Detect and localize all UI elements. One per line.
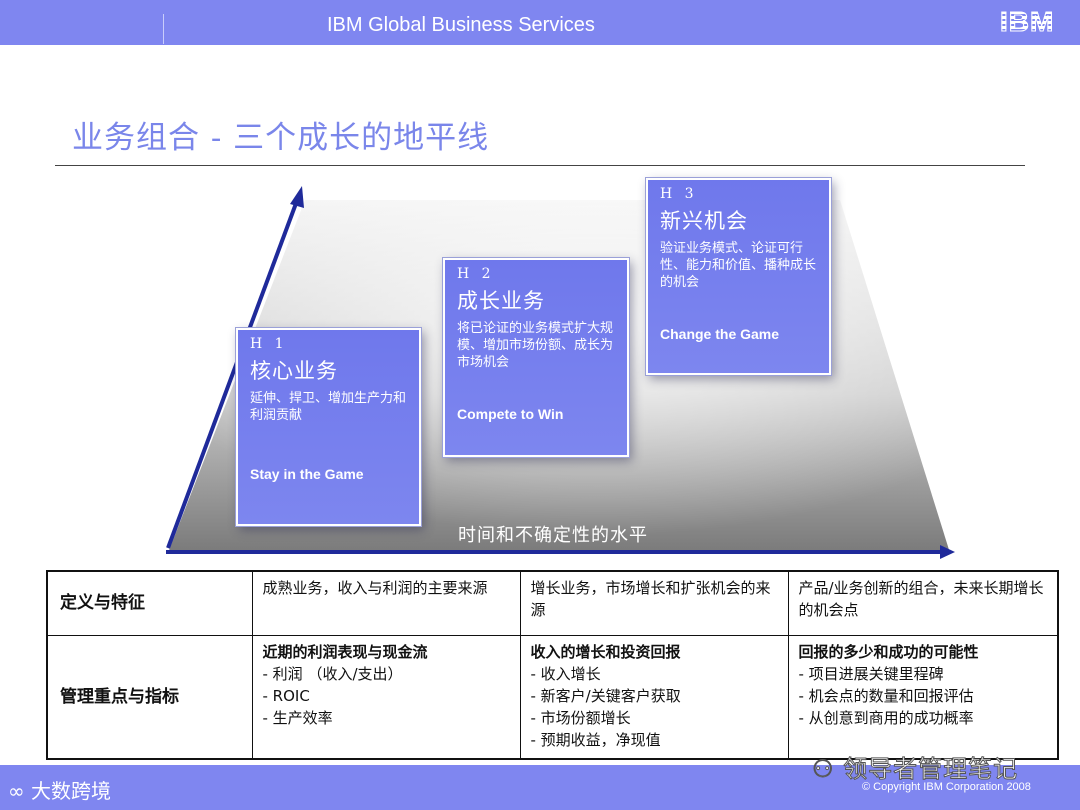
horizon-3-name: 新兴机会 xyxy=(660,209,748,233)
vertical-arrow-head xyxy=(290,186,304,208)
list-item: - 机会点的数量和回报评估 xyxy=(798,686,974,705)
row-head-definition: 定义与特征 xyxy=(46,570,253,636)
list-item: - 预期收益，净现值 xyxy=(530,730,661,749)
metric-list: - 项目进展关键里程碑 - 机会点的数量和回报评估 - 从创意到商用的成功概率 xyxy=(799,663,1048,729)
cell-heading: 回报的多少和成功的可能性 xyxy=(798,642,979,661)
header-divider xyxy=(163,14,164,44)
horizon-1-tag: H 1 xyxy=(250,336,288,352)
list-item: - 项目进展关键里程碑 xyxy=(798,664,944,683)
wechat-icon: ⚇ xyxy=(811,755,844,784)
cell-heading: 近期的利润表现与现金流 xyxy=(262,642,428,661)
table-cell: 近期的利润表现与现金流 - 利润 （收入/支出） - ROIC - 生产效率 xyxy=(251,634,521,760)
horizon-2-tag: H 2 xyxy=(457,266,495,282)
horizontal-axis-label: 时间和不确定性的水平 xyxy=(458,525,648,546)
list-item: - 利润 （收入/支出） xyxy=(262,664,403,683)
row-head-management: 管理重点与指标 xyxy=(46,634,253,760)
horizon-2-box: H 2 成长业务 将已论证的业务模式扩大规模、增加市场份额、成长为市场机会 Co… xyxy=(443,258,629,457)
footer-left-logo-text: 大数跨境 xyxy=(31,779,112,803)
list-item: - 新客户/关键客户获取 xyxy=(530,686,681,705)
horizontal-arrow-head xyxy=(940,545,955,559)
footer-bar: ∞ 大数跨境 ⚇ 领导者管理笔记 © Copyright IBM Corpora… xyxy=(0,755,1080,810)
watermark: ⚇ 领导者管理笔记 xyxy=(811,749,1019,784)
footer-left-logo: ∞ 大数跨境 xyxy=(8,775,111,804)
table-cell: 产品/业务创新的组合，未来长期增长的机会点 xyxy=(787,570,1059,636)
horizon-3-box: H 3 新兴机会 验证业务模式、论证可行性、能力和价值、播种成长的机会 Chan… xyxy=(646,178,831,375)
horizon-3-slogan: Change the Game xyxy=(660,326,780,342)
horizon-3-tag: H 3 xyxy=(660,186,698,202)
metric-list: - 收入增长 - 新客户/关键客户获取 - 市场份额增长 - 预期收益，净现值 xyxy=(531,663,778,751)
table-cell: 增长业务，市场增长和扩张机会的来源 xyxy=(519,570,789,636)
dashuju-logo-icon: ∞ xyxy=(8,779,32,803)
list-item: - ROIC xyxy=(262,686,310,705)
list-item: - 从创意到商用的成功概率 xyxy=(798,708,974,727)
horizon-table: 定义与特征 成熟业务，收入与利润的主要来源 增长业务，市场增长和扩张机会的来源 … xyxy=(46,570,1059,760)
copyright: © Copyright IBM Corporation 2008 xyxy=(862,781,1031,793)
cell-heading: 收入的增长和投资回报 xyxy=(530,642,681,661)
horizon-2-desc: 将已论证的业务模式扩大规模、增加市场份额、成长为市场机会 xyxy=(457,321,614,370)
list-item: - 生产效率 xyxy=(262,708,333,727)
header-brand: IBM Global Business Services xyxy=(327,14,595,36)
vertical-axis-arrow xyxy=(166,197,300,549)
table-cell: 回报的多少和成功的可能性 - 项目进展关键里程碑 - 机会点的数量和回报评估 -… xyxy=(787,634,1059,760)
list-item: - 收入增长 xyxy=(530,664,601,683)
table-row-definition: 定义与特征 成熟业务，收入与利润的主要来源 增长业务，市场增长和扩张机会的来源 … xyxy=(46,570,1059,636)
horizon-1-slogan: Stay in the Game xyxy=(250,466,364,482)
table-cell: 收入的增长和投资回报 - 收入增长 - 新客户/关键客户获取 - 市场份额增长 … xyxy=(519,634,789,760)
page-title: 业务组合 - 三个成长的地平线 xyxy=(72,120,490,156)
metric-list: - 利润 （收入/支出） - ROIC - 生产效率 xyxy=(263,663,510,729)
list-item: - 市场份额增长 xyxy=(530,708,631,727)
ibm-logo: IBM xyxy=(999,6,1055,38)
table-row-management: 管理重点与指标 近期的利润表现与现金流 - 利润 （收入/支出） - ROIC … xyxy=(46,634,1059,760)
horizon-1-desc: 延伸、捍卫、增加生产力和利润贡献 xyxy=(250,391,407,423)
table-cell: 成熟业务，收入与利润的主要来源 xyxy=(251,570,521,636)
watermark-text: 领导者管理笔记 xyxy=(843,755,1019,784)
horizon-2-slogan: Compete to Win xyxy=(457,406,564,422)
title-divider xyxy=(55,165,1025,166)
horizon-1-name: 核心业务 xyxy=(250,359,338,383)
horizon-2-name: 成长业务 xyxy=(457,289,545,313)
header-bar: IBM Global Business Services IBM xyxy=(0,0,1080,45)
horizon-3-desc: 验证业务模式、论证可行性、能力和价值、播种成长的机会 xyxy=(660,241,817,290)
horizon-1-box: H 1 核心业务 延伸、捍卫、增加生产力和利润贡献 Stay in the Ga… xyxy=(236,328,421,526)
